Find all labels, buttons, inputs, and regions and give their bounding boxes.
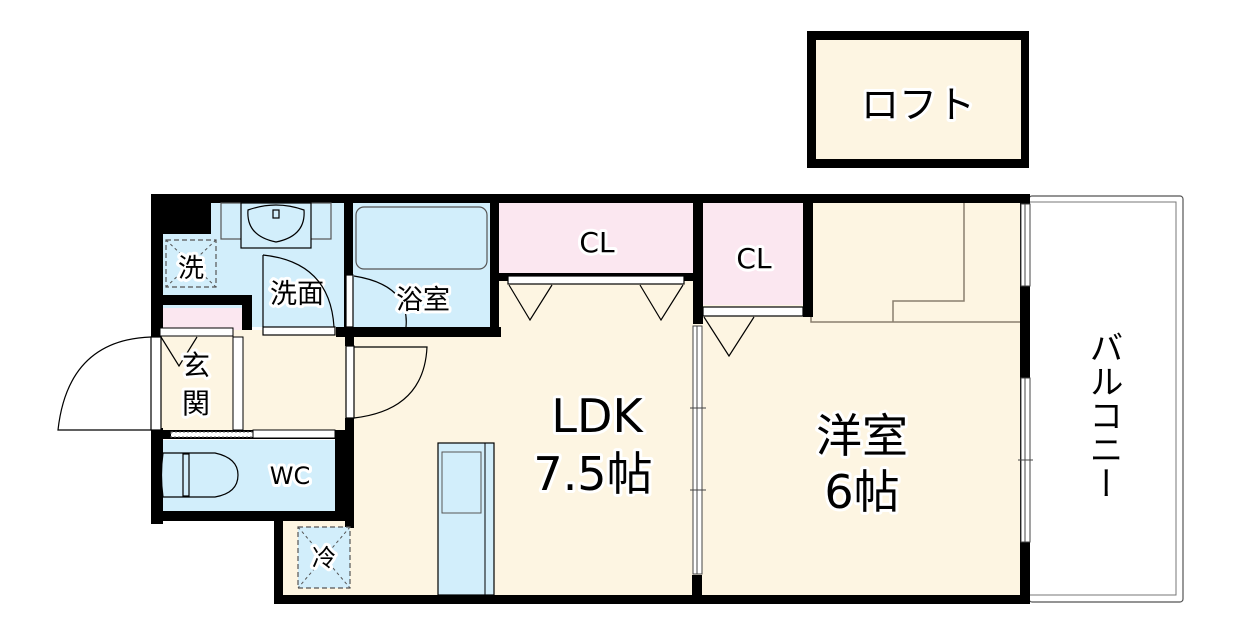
western-builtin-outline xyxy=(810,203,1020,323)
bath-label: 浴室 xyxy=(396,285,450,316)
balcony xyxy=(1028,195,1184,603)
toilet-fixture xyxy=(160,452,239,498)
washroom-door[interactable] xyxy=(262,254,336,336)
windows xyxy=(1018,203,1033,543)
washer-space: 洗 xyxy=(165,239,217,288)
entrance-label-bottom: 関 xyxy=(182,387,210,420)
shoe-closet xyxy=(160,308,242,330)
bath-door[interactable] xyxy=(345,274,407,328)
fridge-space: 冷 xyxy=(297,526,351,589)
kitchen-counter xyxy=(437,442,495,596)
hallway-threshold xyxy=(170,429,336,439)
vanity-sink xyxy=(220,202,332,249)
ldk-size: 7.5帖 xyxy=(533,447,652,501)
loft-floor xyxy=(816,40,1021,159)
closet-western-door[interactable] xyxy=(702,306,804,358)
closet-ldk-floor xyxy=(498,202,694,276)
ldk-door[interactable] xyxy=(345,345,428,419)
western-label: 洋室 xyxy=(816,409,908,463)
entrance-door[interactable] xyxy=(57,336,162,431)
closet-ldk-label: CL xyxy=(579,226,615,259)
entrance-label-top: 玄 xyxy=(182,349,210,382)
entrance: 玄 関 xyxy=(159,327,244,431)
bathtub xyxy=(355,206,488,270)
loft-label: ロフト xyxy=(861,83,975,127)
western-size: 6帖 xyxy=(824,465,899,519)
partition-sliding-door[interactable] xyxy=(690,325,706,575)
toilet-label: WC xyxy=(270,462,311,490)
fridge-label: 冷 xyxy=(312,544,336,572)
bath-floor xyxy=(353,202,495,327)
balcony-label: バルコニー xyxy=(1083,330,1123,500)
western-upper-floor xyxy=(806,202,1025,327)
closet-western-label: CL xyxy=(736,242,772,275)
closet-western-floor xyxy=(703,202,803,305)
closet-ldk-doors[interactable] xyxy=(507,275,685,322)
loft: ロフト xyxy=(807,31,1029,168)
washroom-label: 洗面 xyxy=(270,279,324,310)
ldk-label: LDK xyxy=(551,389,644,443)
washer-label: 洗 xyxy=(178,254,204,284)
